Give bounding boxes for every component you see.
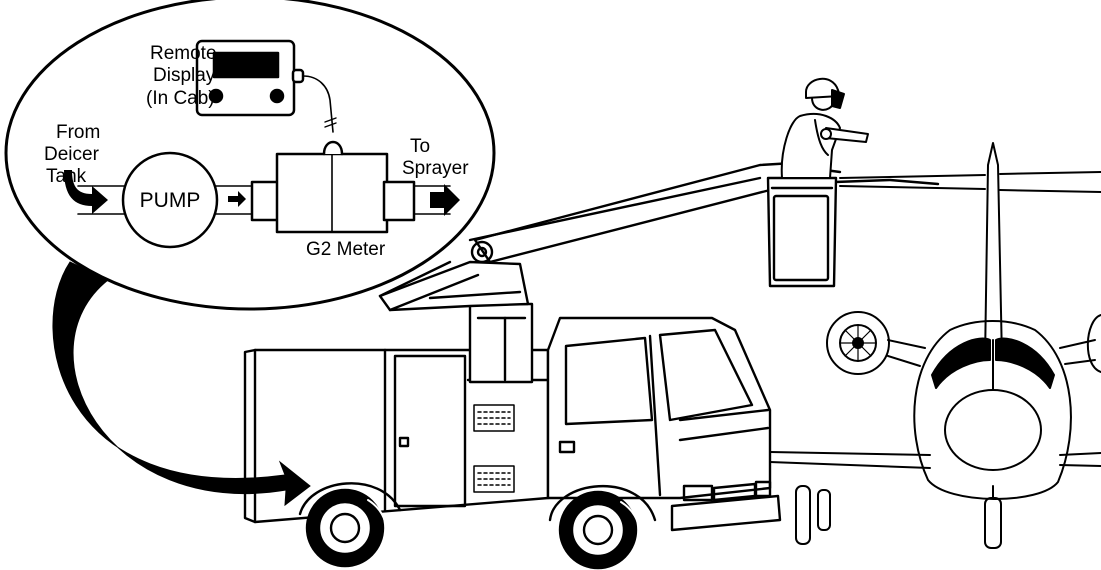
pump-label: PUMP xyxy=(140,189,201,212)
outflow-arrow-icon xyxy=(430,184,460,216)
boom-lower-arm xyxy=(378,260,480,312)
front-fender xyxy=(548,485,657,522)
deicer-truck xyxy=(243,302,782,570)
inflow-arrow-icon xyxy=(64,170,108,214)
aircraft-tail-fin xyxy=(984,142,1003,361)
fluid-pipes xyxy=(77,185,451,215)
operator xyxy=(780,78,869,179)
remote-display-label: Remote Display (In Cab) xyxy=(146,43,217,109)
from-tank-label: From Deicer Tank xyxy=(44,122,100,187)
pump-icon xyxy=(121,151,219,249)
boom-bucket xyxy=(766,176,838,288)
front-wheel-icon xyxy=(558,490,641,570)
aircraft-left-wing-lower xyxy=(769,451,931,469)
cab-window xyxy=(564,336,654,426)
callout-arrow xyxy=(52,261,311,507)
aerial-boom xyxy=(378,160,940,312)
aircraft-fuselage xyxy=(913,320,1072,500)
rear-wheel-icon xyxy=(305,488,388,568)
to-sprayer-label: To Sprayer xyxy=(402,136,469,179)
remote-display-label-line1: Remote xyxy=(150,43,217,64)
main-gear xyxy=(795,485,811,545)
to-sprayer-label-line1: To xyxy=(410,136,430,157)
boom-column xyxy=(468,302,534,384)
body-vents xyxy=(473,404,515,493)
from-tank-label-line1: From xyxy=(56,122,100,143)
headlight-icon xyxy=(682,484,714,502)
boom-upper-arm xyxy=(473,160,814,264)
engine-left-icon xyxy=(826,311,890,375)
body-latch xyxy=(398,436,410,448)
aircraft xyxy=(769,142,1101,549)
aircraft-left-wing xyxy=(839,174,986,190)
remote-display-label-line3: (In Cab) xyxy=(146,88,215,109)
door-handle xyxy=(558,440,576,454)
meter-inflow-arrow-icon xyxy=(228,191,246,207)
aircraft-windshield-right xyxy=(995,337,1055,389)
aircraft-nose xyxy=(944,389,1042,471)
remote-display-icon xyxy=(195,39,337,133)
rear-fender xyxy=(298,482,402,516)
aircraft-windshield xyxy=(931,337,991,389)
nose-gear xyxy=(984,497,1002,549)
from-tank-label-line3: Tank xyxy=(46,166,87,187)
from-tank-label-line2: Deicer xyxy=(44,144,100,165)
windshield xyxy=(658,328,754,422)
engine-right-icon xyxy=(1086,314,1101,373)
meter-label: G2 Meter xyxy=(306,239,386,260)
aircraft-right-wing xyxy=(999,171,1101,193)
remote-display-label-line2: Display xyxy=(153,65,216,86)
operator-visor xyxy=(831,89,845,109)
to-sprayer-label-line2: Sprayer xyxy=(402,158,469,179)
operator-body xyxy=(780,112,841,179)
g2-meter-icon xyxy=(250,140,416,234)
